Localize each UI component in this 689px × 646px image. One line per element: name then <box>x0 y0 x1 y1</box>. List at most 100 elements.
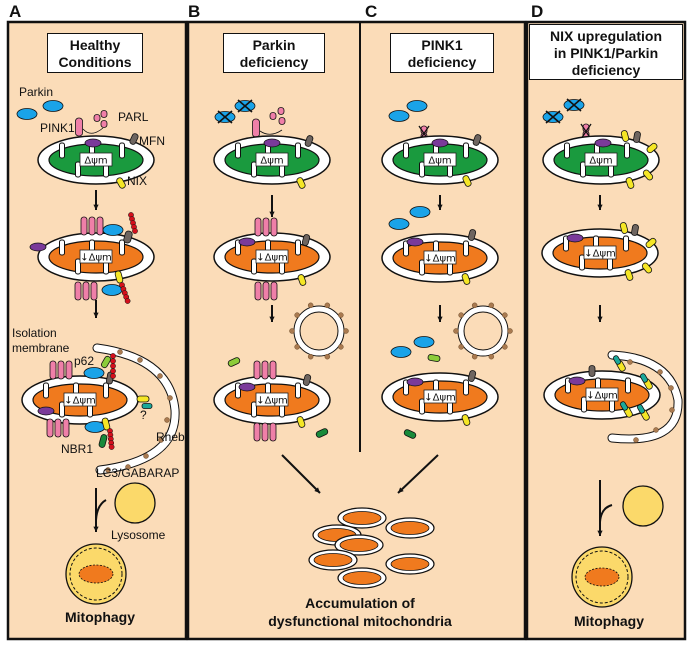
dysfunctional-matrix <box>390 521 430 535</box>
lc3-icon <box>307 302 314 309</box>
crista <box>463 240 469 257</box>
crista <box>624 142 630 159</box>
depolarized-mitochondrion-d: ↓Δψm <box>541 228 659 278</box>
lc3-icon <box>157 373 163 379</box>
outcome-mitophagy-d: Mitophagy <box>574 613 644 629</box>
label-rheb: Rheb <box>156 430 185 444</box>
label-p62: p62 <box>74 354 95 368</box>
panel-a-frame <box>6 20 188 641</box>
rheb-icon <box>141 403 153 409</box>
crista <box>579 254 585 271</box>
ubiquitin-icon <box>110 353 116 359</box>
lc3-icon <box>143 453 149 459</box>
pink1-icon <box>262 217 270 237</box>
membrane-potential-label: ↓Δψm <box>586 391 618 402</box>
membrane-potential-box <box>423 389 457 404</box>
vesicle-lumen <box>294 306 344 356</box>
crista <box>295 382 301 399</box>
fusion-arc <box>95 499 107 521</box>
degraded-mitochondrion <box>78 564 114 584</box>
crista <box>295 142 301 159</box>
nix-icon <box>461 273 471 285</box>
lc3-icon <box>669 407 675 413</box>
parl-icon <box>84 138 102 148</box>
parl-icon <box>29 242 47 252</box>
membrane-potential-box <box>584 152 618 167</box>
parl-icon <box>568 376 586 386</box>
crista <box>403 142 409 159</box>
converge-arrow-b <box>281 454 321 494</box>
membrane-potential-box <box>255 392 289 407</box>
lc3-icon <box>105 467 111 473</box>
nbr1-icon <box>315 428 329 438</box>
pink1-icon <box>270 217 278 237</box>
parkin-icon <box>413 336 435 348</box>
parl-icon <box>566 233 584 243</box>
label-pink1: PINK1 <box>40 121 75 135</box>
nix-icon <box>296 416 306 428</box>
lc3-icon <box>338 344 344 350</box>
parl-cleaved-fragment <box>100 110 108 118</box>
ubiquitin-icon <box>132 228 138 234</box>
membrane-potential-label: Δψm <box>589 156 612 167</box>
cleavage-arc <box>259 129 283 135</box>
depolarized-mitochondrion-a: ↓Δψm <box>37 232 155 282</box>
parl-icon <box>594 138 612 148</box>
pink1-icon <box>46 418 54 438</box>
crista <box>623 235 629 252</box>
nix-icon <box>619 222 629 234</box>
pink1-icon <box>261 360 269 380</box>
nix-icon <box>462 175 472 187</box>
arrow-head <box>269 211 275 217</box>
rheb-icon <box>613 355 621 365</box>
crista <box>580 161 586 178</box>
title-nix-upregulation: NIX upregulation in PINK1/Parkin deficie… <box>529 24 683 80</box>
pink1-icon <box>54 418 62 438</box>
parl-icon <box>238 237 256 247</box>
lc3-icon <box>488 302 495 309</box>
nix-icon <box>641 262 653 274</box>
lc3-icon <box>294 312 300 318</box>
crista <box>103 382 109 399</box>
panel-d-frame <box>525 20 687 641</box>
autophagosome-membrane <box>69 547 123 601</box>
pink1-icon <box>253 360 261 380</box>
parkin-icon <box>390 346 412 358</box>
parkin-icon <box>388 110 410 122</box>
lc3-icon <box>453 328 459 334</box>
arrow-head <box>597 204 603 210</box>
lc3-icon <box>338 312 344 318</box>
lc3-icon <box>488 353 495 360</box>
nix-icon <box>645 237 657 249</box>
crista <box>75 161 81 178</box>
parkin-icon <box>42 100 64 112</box>
arrow-head <box>314 487 320 493</box>
pink1-icon <box>254 281 262 301</box>
membrane-potential-label: ↓Δψm <box>424 254 456 265</box>
depolarized-mitochondrion-b: ↓Δψm <box>213 232 331 282</box>
nix-icon <box>136 395 150 403</box>
outcome-mitophagy-a: Mitophagy <box>65 609 135 625</box>
cleavage-arc <box>82 127 104 134</box>
pink1-icon <box>252 118 260 138</box>
membrane-potential-label: ↓Δψm <box>256 396 288 407</box>
crista <box>419 259 425 276</box>
membrane-potential-box <box>423 250 457 265</box>
p62-icon <box>101 355 111 369</box>
lc3-icon <box>657 369 663 375</box>
panel-letter-b: B <box>188 2 201 21</box>
nbr1-icon <box>403 429 417 439</box>
crista <box>463 142 469 159</box>
crista <box>59 401 65 418</box>
lc3-icon <box>167 395 173 401</box>
membrane-potential-label: ↓Δψm <box>424 393 456 404</box>
membrane-potential-box <box>583 245 617 260</box>
pink1-icon <box>262 281 270 301</box>
depolarized-mitochondrion-c: ↓Δψm <box>381 233 499 283</box>
arrow-head <box>269 316 275 322</box>
membrane-potential-label: ↓Δψm <box>584 249 616 260</box>
mfn-icon <box>588 365 596 377</box>
crista <box>581 396 587 413</box>
lc3-icon <box>137 357 143 363</box>
phagophore-lumen <box>608 351 682 443</box>
